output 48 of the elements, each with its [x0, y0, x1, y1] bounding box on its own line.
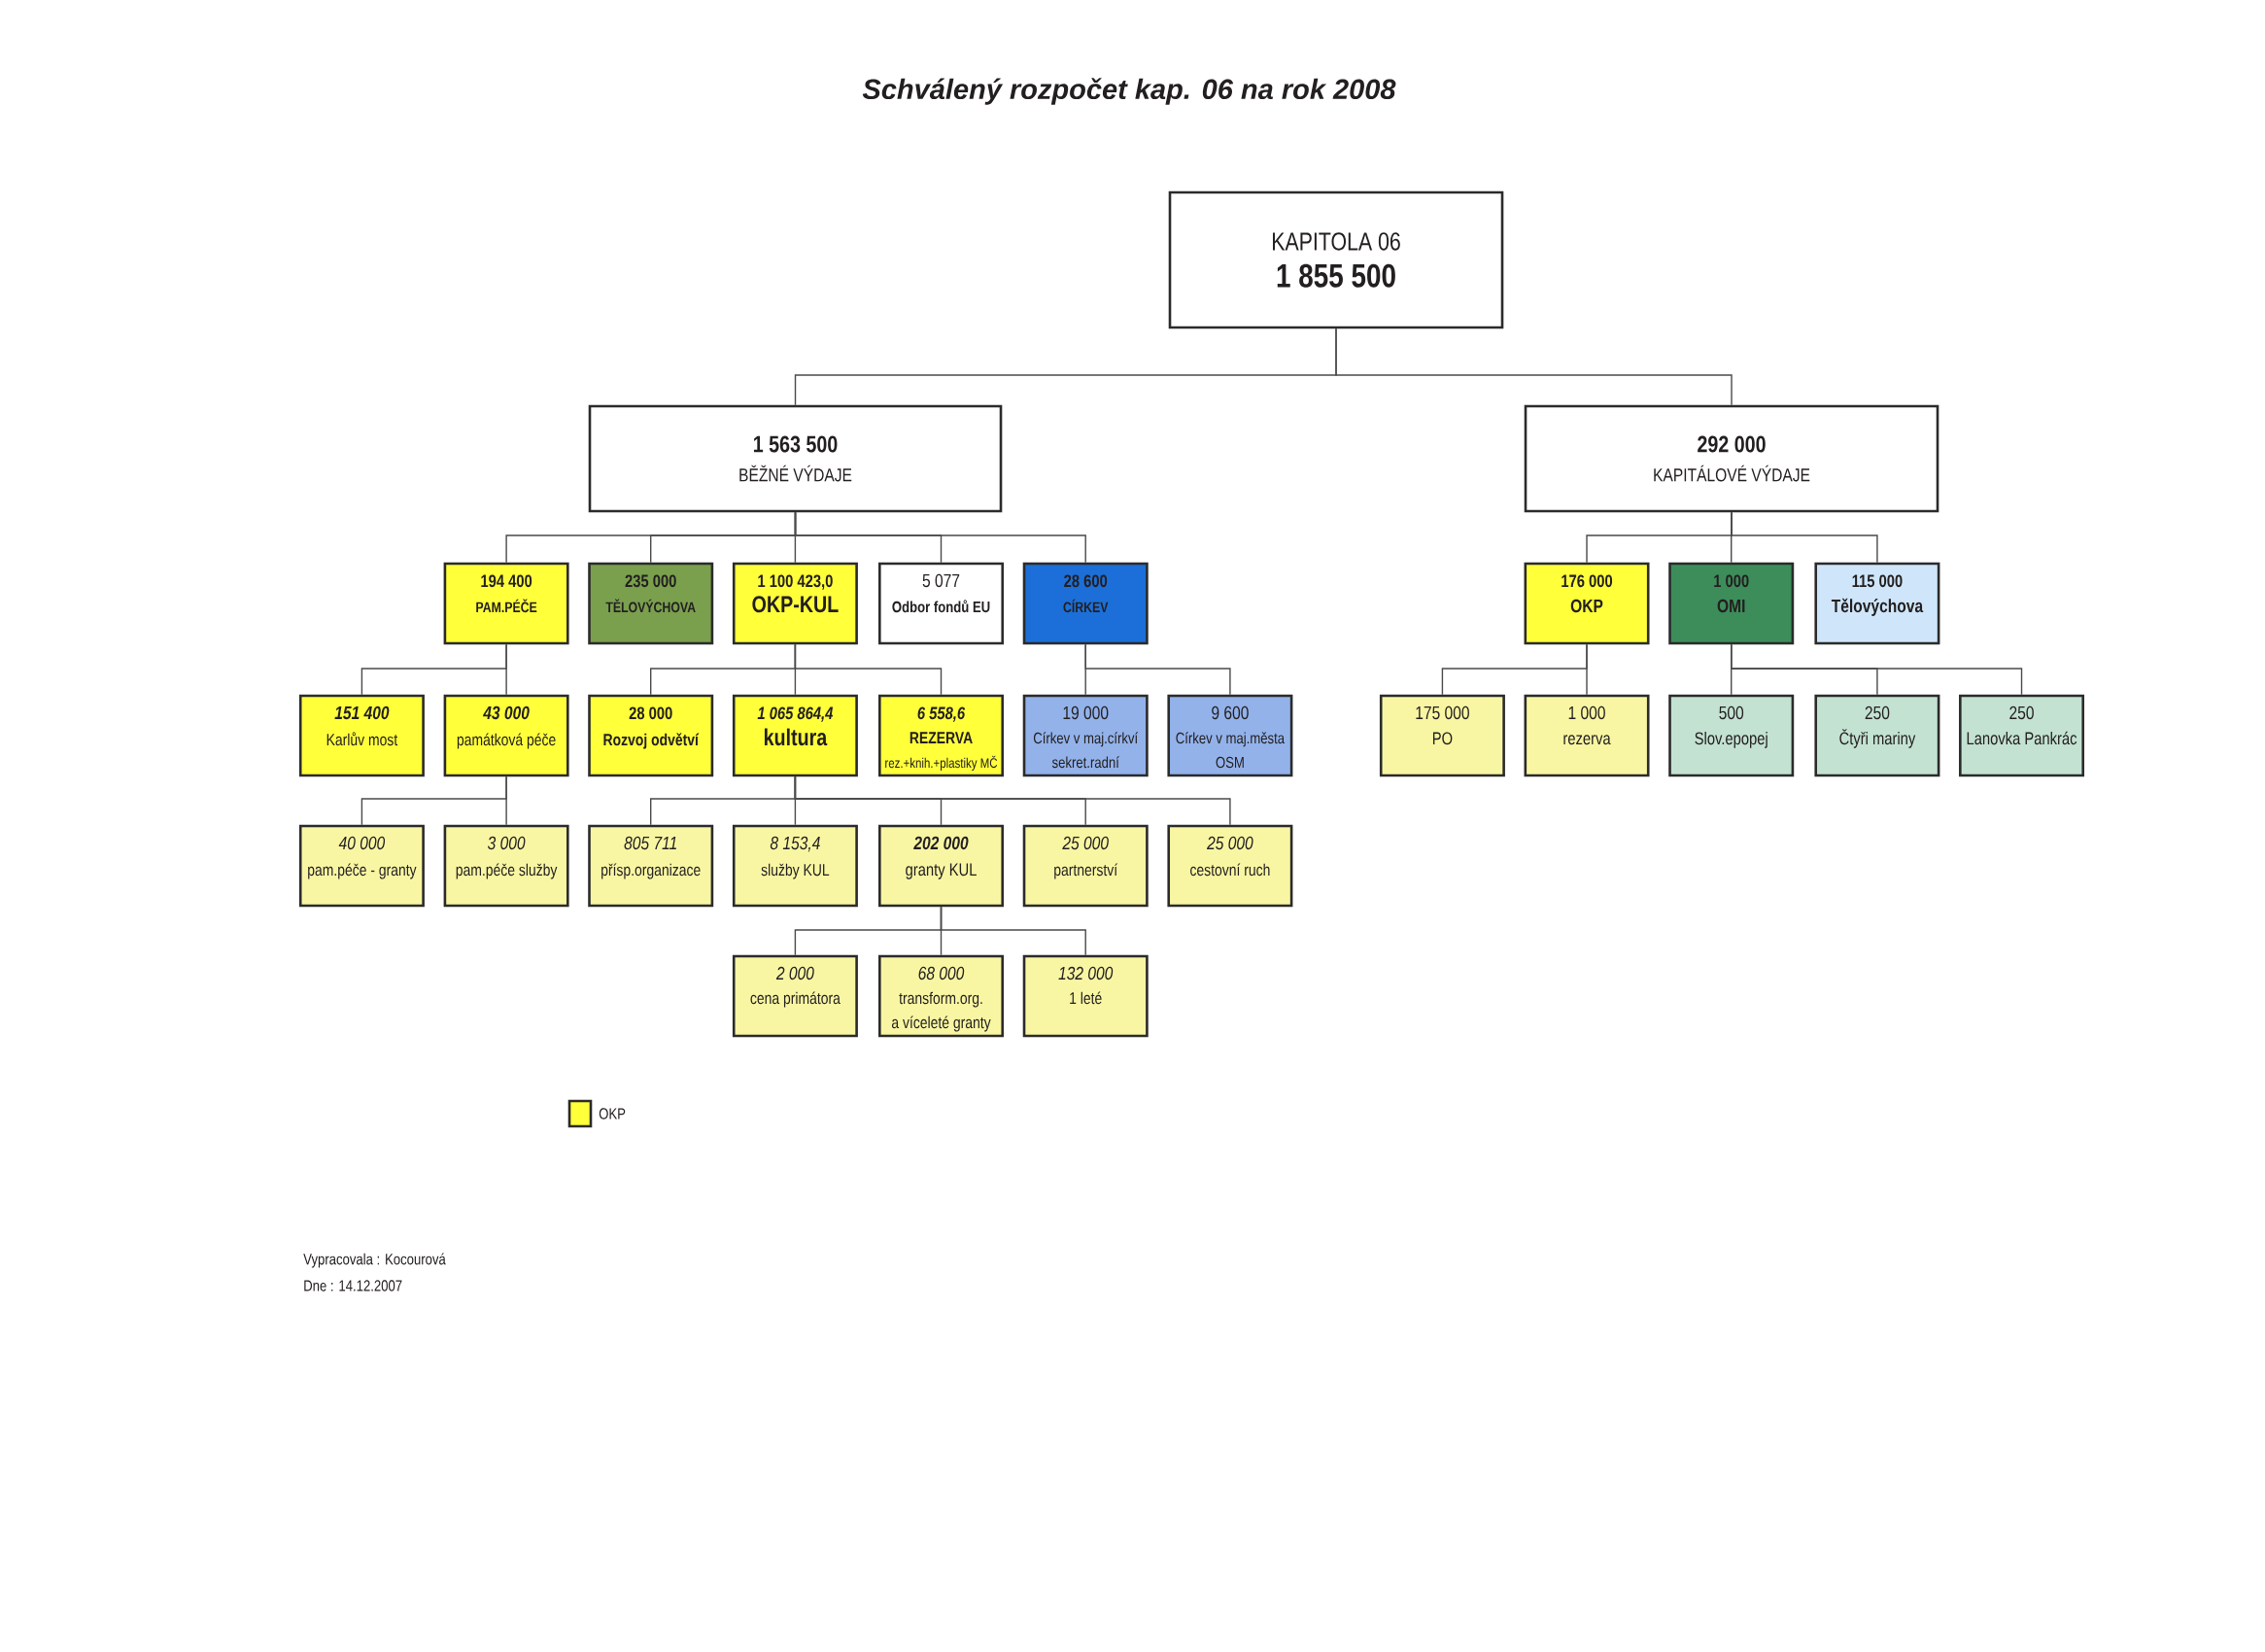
budget-box: 5 077 Odbor fondů EU [878, 562, 1004, 645]
budget-box: 1 100 423,0 OKP-KUL [732, 562, 858, 645]
budget-box: 6 558,6 REZERVA rez.+knih.+plastiky MČ [878, 694, 1004, 777]
budget-box: 40 000 pam.péče - granty [298, 824, 425, 908]
connector-line [940, 906, 1086, 956]
budget-box: 500 Slov.epopej [1668, 694, 1795, 777]
footer-note: Dne : 14.12.2007 [304, 1280, 402, 1291]
budget-box: 1 065 864,4 kultura [732, 694, 858, 777]
budget-box: 250 Lanovka Pankrác [1959, 694, 2085, 777]
connector-line [794, 775, 1231, 826]
budget-box: 250 Čtyři mariny [1814, 694, 1940, 777]
budget-box: 235 000 TĚLOVÝCHOVA [588, 562, 714, 645]
budget-box: 805 711 přísp.organizace [588, 824, 714, 908]
connector-line [1586, 643, 1588, 696]
connector-line [1731, 511, 1878, 564]
legend-label: OKP [599, 1108, 626, 1119]
budget-box: 25 000 cestovní ruch [1167, 824, 1293, 908]
connector-line [794, 511, 1086, 564]
budget-box: 194 400 PAM.PÉČE [443, 562, 569, 645]
budget-box: 68 000 transform.org. a víceleté granty [878, 954, 1004, 1038]
connector-line [794, 643, 943, 696]
budget-box: 9 600 Církev v maj.města OSM [1167, 694, 1293, 777]
connector-line [1731, 643, 2023, 696]
budget-box: 1 563 500 BĚŽNÉ VÝDAJE [588, 404, 1003, 513]
budget-box: 2 000 cena primátora [732, 954, 858, 1038]
connector-line [505, 643, 507, 696]
budget-box: 115 000 Tělovýchova [1814, 562, 1940, 645]
budget-box: KAPITOLA 06 1 855 500 [1168, 190, 1504, 329]
budget-box: 175 000 PO [1379, 694, 1505, 777]
budget-box: 43 000 památková péče [443, 694, 569, 777]
budget-box: 25 000 partnerství [1022, 824, 1149, 908]
budget-box: 202 000 granty KUL [878, 824, 1004, 908]
title: Schválený rozpočet kap. 06 na rok 2008 [862, 78, 1396, 105]
budget-box: 3 000 pam.péče služby [443, 824, 569, 908]
budget-box: 132 000 1 leté [1022, 954, 1149, 1038]
budget-box: 28 600 CÍRKEV [1022, 562, 1149, 645]
budget-box: 151 400 Karlův most [298, 694, 425, 777]
budget-box: 176 000 OKP [1524, 562, 1650, 645]
budget-box: 8 153,4 služby KUL [732, 824, 858, 908]
budget-box: 1 000 rezerva [1524, 694, 1650, 777]
budget-box: 1 000 OMI [1668, 562, 1795, 645]
footer-note: Vypracovala : Kocourová [303, 1253, 446, 1268]
connector-line [1335, 327, 1733, 406]
budget-box: 292 000 KAPITÁLOVÉ VÝDAJE [1524, 404, 1939, 513]
budget-box: 19 000 Církev v maj.církví sekret.radní [1022, 694, 1149, 777]
connector-line [1084, 643, 1231, 696]
connector-line [505, 775, 507, 826]
budget-box: 28 000 Rozvoj odvětví [588, 694, 714, 777]
